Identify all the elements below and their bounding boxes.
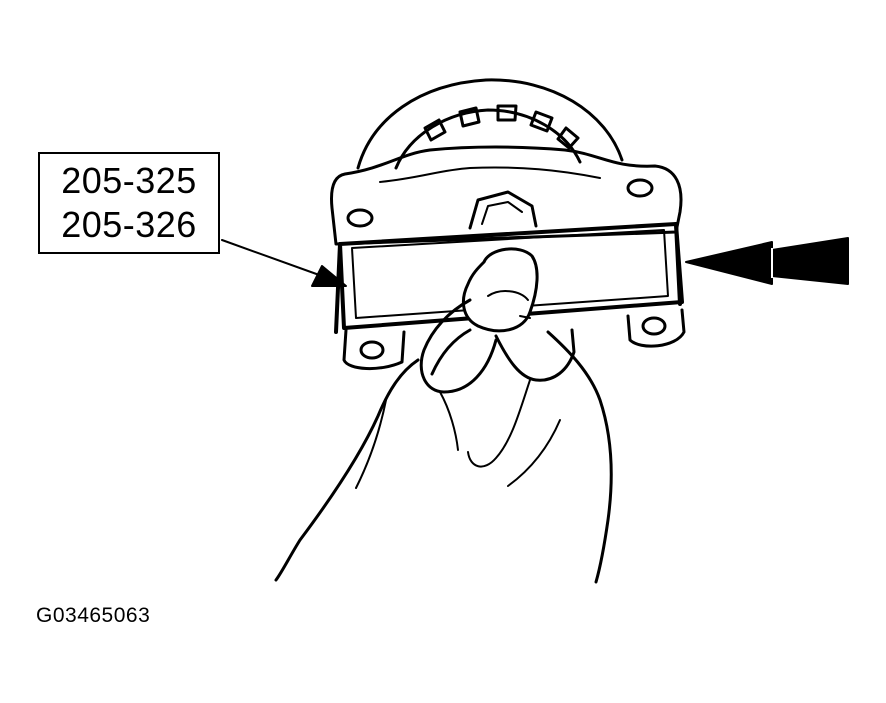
leader-arrowhead: [311, 265, 347, 287]
direction-arrow: [685, 237, 849, 285]
pulley-wheel: [356, 78, 624, 170]
feeler-gauge: [334, 222, 684, 334]
callout-leader-arrow: [221, 239, 323, 277]
tool-number-2: 205-326: [61, 204, 197, 245]
tool-number-callout: 205-325 205-326: [38, 152, 220, 254]
bearing-housing: [330, 145, 686, 371]
tool-number-1: 205-325: [61, 160, 197, 201]
hand: [274, 247, 613, 584]
figure-code: G03465063: [36, 604, 151, 627]
